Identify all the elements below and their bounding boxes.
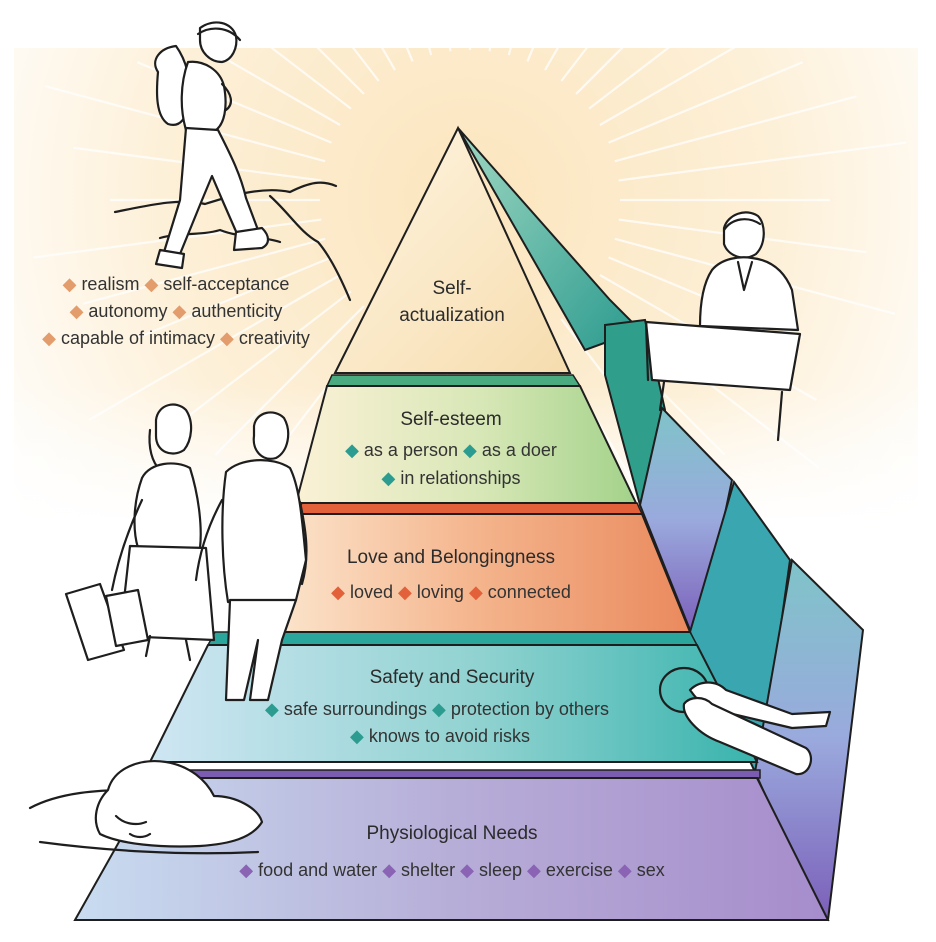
sun-ray	[415, 0, 433, 56]
bullet-icon: ◆	[265, 699, 279, 719]
bullet-icon: ◆	[527, 860, 541, 880]
actualization-traits: ◆ realism ◆ self-acceptance ◆ autonomy ◆…	[42, 274, 310, 348]
bullet-icon: ◆	[144, 274, 158, 294]
bullet-icon: ◆	[331, 582, 345, 602]
physiological-item: shelter	[401, 860, 455, 880]
bullet-icon: ◆	[239, 860, 253, 880]
traits-row1: ◆ realism ◆ self-acceptance	[63, 274, 290, 294]
bullet-icon: ◆	[460, 860, 474, 880]
bullet-icon: ◆	[63, 274, 77, 294]
safety-item: knows to avoid risks	[369, 726, 530, 746]
trait-item: creativity	[239, 328, 310, 348]
safety-title: Safety and Security	[370, 667, 535, 688]
bullet-icon: ◆	[350, 726, 364, 746]
trait-item: capable of intimacy	[61, 328, 215, 348]
physiological-item: food and water	[258, 860, 377, 880]
traits-row3: ◆ capable of intimacy ◆ creativity	[42, 328, 310, 348]
bullet-icon: ◆	[42, 328, 56, 348]
esteem-title: Self-esteem	[400, 409, 501, 430]
love-items-row: ◆ loved ◆ loving ◆ connected	[331, 582, 571, 602]
bullet-icon: ◆	[618, 860, 632, 880]
sleeping-person-illustration	[28, 760, 264, 855]
safety-items-row2: ◆ knows to avoid risks	[350, 726, 530, 746]
trait-item: autonomy	[88, 301, 167, 321]
sun-ray	[560, 0, 625, 82]
sun-ray	[385, 0, 414, 62]
safety-item: safe surroundings	[284, 699, 427, 719]
bullet-icon: ◆	[398, 582, 412, 602]
bullet-icon: ◆	[220, 328, 234, 348]
couple-illustration	[64, 403, 308, 702]
physiological-title: Physiological Needs	[366, 823, 537, 844]
level-esteem	[294, 374, 638, 504]
sun-ray	[526, 0, 555, 62]
traits-row2: ◆ autonomy ◆ authenticity	[70, 301, 283, 321]
safety-item: protection by others	[451, 699, 609, 719]
bullet-icon: ◆	[463, 440, 477, 460]
sun-ray	[442, 0, 452, 52]
esteem-item: in relationships	[400, 468, 520, 488]
love-item: connected	[488, 582, 571, 602]
bullet-icon: ◆	[173, 301, 187, 321]
hiker-illustration	[113, 21, 352, 302]
bullet-icon: ◆	[70, 301, 84, 321]
safety-items-row1: ◆ safe surroundings ◆ protection by othe…	[265, 699, 609, 719]
bullet-icon: ◆	[432, 699, 446, 719]
trait-item: authenticity	[191, 301, 282, 321]
love-item: loving	[417, 582, 464, 602]
sun-ray	[315, 0, 380, 82]
esteem-item: as a person	[364, 440, 458, 460]
sun-ray	[353, 0, 396, 71]
speaker-illustration	[644, 211, 802, 442]
actualization-title-line2: actualization	[399, 305, 505, 326]
sun-ray	[544, 0, 587, 71]
physiological-item: exercise	[546, 860, 613, 880]
love-item: loved	[350, 582, 393, 602]
trait-item: self-acceptance	[163, 274, 289, 294]
level-actualization	[333, 125, 572, 374]
love-title: Love and Belongingness	[347, 547, 555, 568]
physiological-item: sex	[637, 860, 665, 880]
bullet-icon: ◆	[382, 468, 396, 488]
bullet-icon: ◆	[345, 440, 359, 460]
bullet-icon: ◆	[382, 860, 396, 880]
bullet-icon: ◆	[469, 582, 483, 602]
physiological-item: sleep	[479, 860, 522, 880]
sun-ray	[507, 0, 525, 56]
physiological-items-row: ◆ food and water ◆ shelter ◆ sleep ◆ exe…	[239, 860, 665, 880]
esteem-items-row2: ◆ in relationships	[382, 468, 521, 488]
actualization-title-line1: Self-	[432, 278, 471, 299]
keys-illustration	[658, 666, 832, 776]
level-physiological	[73, 769, 830, 921]
sun-ray	[488, 0, 498, 52]
esteem-items-row1: ◆ as a person ◆ as a doer	[345, 440, 557, 460]
esteem-item: as a doer	[482, 440, 557, 460]
level-labels: Self- actualization Self-esteem ◆ as a p…	[239, 278, 665, 880]
trait-item: realism	[81, 274, 139, 294]
